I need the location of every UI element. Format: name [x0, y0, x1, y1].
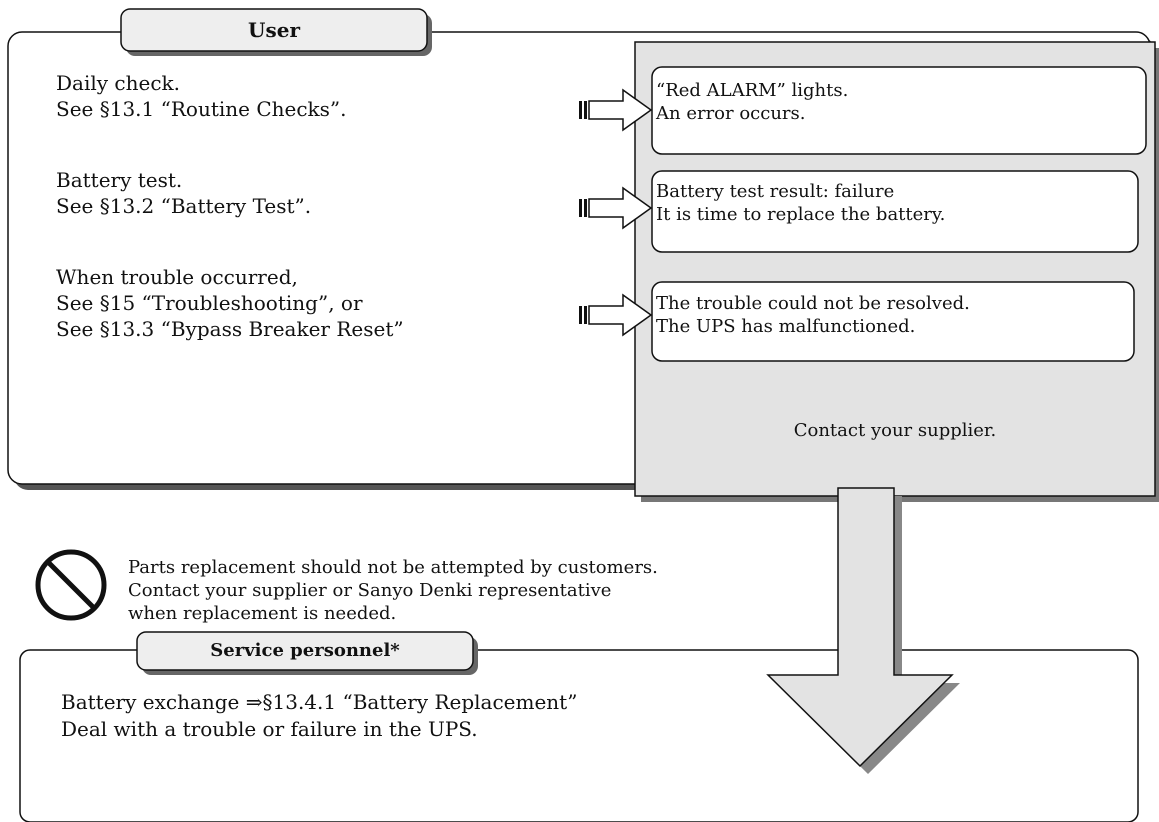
daily-check-line: Daily check. — [56, 71, 181, 95]
arrow-right-icon — [579, 88, 653, 132]
arrow-right-icon — [579, 186, 653, 230]
prohibition-icon — [35, 549, 107, 621]
battery-test-ref: See §13.2 “Battery Test”. — [56, 194, 312, 218]
notice-line-2: Contact your supplier or Sanyo Denki rep… — [128, 580, 612, 601]
service-tab — [136, 631, 474, 671]
callout-1-line-2: An error occurs. — [656, 103, 806, 124]
callout-3-line-2: The UPS has malfunctioned. — [656, 316, 916, 337]
service-tab-title-box: Service personnel* — [137, 635, 473, 667]
bypass-breaker-ref: See §13.3 “Bypass Breaker Reset” — [56, 317, 404, 341]
battery-test-line: Battery test. — [56, 168, 183, 192]
notice-line-3: when replacement is needed. — [128, 603, 397, 624]
callout-box-2 — [651, 170, 1139, 253]
down-arrow — [766, 487, 954, 768]
deal-with-trouble-line: Deal with a trouble or failure in the UP… — [61, 717, 478, 741]
user-tab-title-box: User — [121, 13, 427, 47]
callout-3-line-1: The trouble could not be resolved. — [656, 293, 970, 314]
user-tab — [120, 8, 428, 52]
notice-line-1: Parts replacement should not be attempte… — [128, 557, 658, 578]
arrow-right-icon — [579, 293, 653, 337]
trouble-line: When trouble occurred, — [56, 265, 298, 289]
routine-checks-ref: See §13.1 “Routine Checks”. — [56, 97, 347, 121]
battery-exchange-line: Battery exchange ⇒§13.4.1 “Battery Repla… — [61, 690, 578, 714]
callout-2-line-1: Battery test result: failure — [656, 181, 895, 202]
callout-box-1 — [651, 66, 1147, 155]
callout-2-line-2: It is time to replace the battery. — [656, 204, 946, 225]
contact-supplier-text: Contact your supplier. — [793, 420, 997, 441]
callout-1-line-1: “Red ALARM” lights. — [656, 80, 849, 101]
user-panel-title: User — [248, 18, 300, 42]
callout-box-3 — [651, 281, 1135, 362]
service-panel-title: Service personnel* — [210, 640, 400, 661]
troubleshooting-ref: See §15 “Troubleshooting”, or — [56, 291, 363, 315]
